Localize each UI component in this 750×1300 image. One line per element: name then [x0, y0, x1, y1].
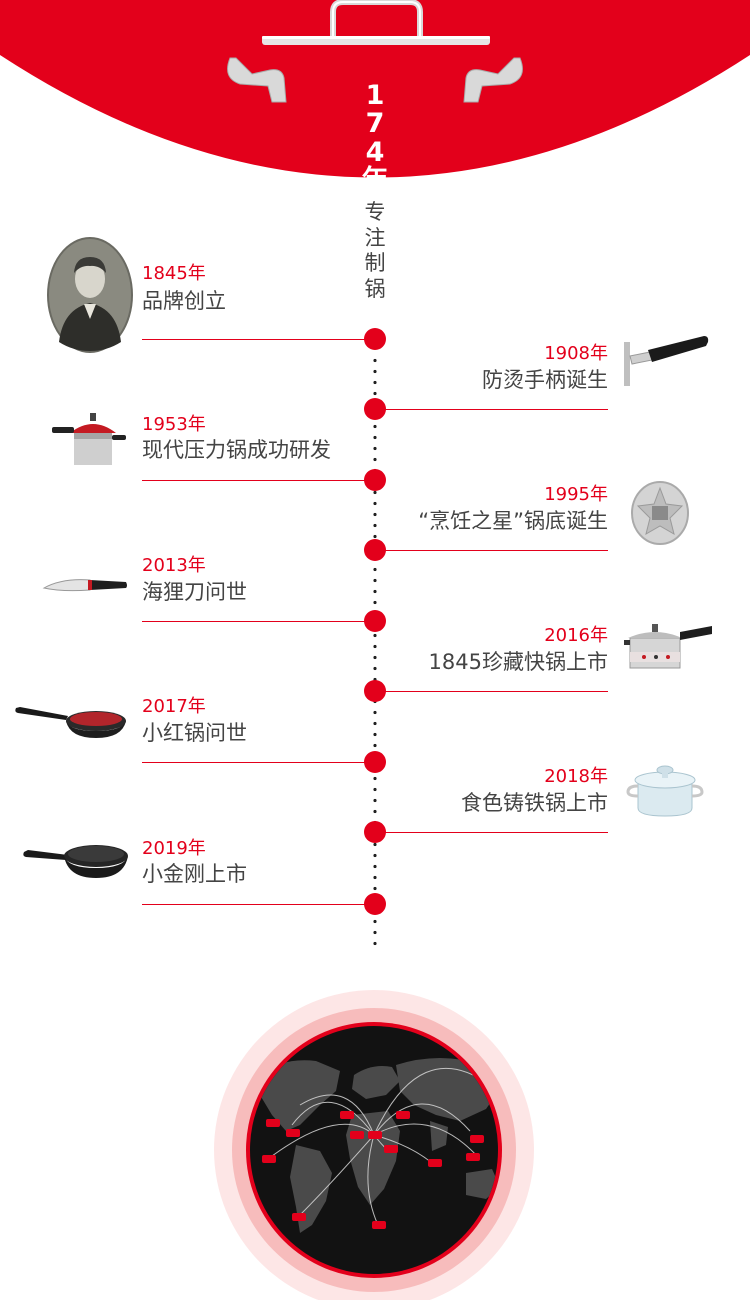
- event-year: 1845年: [142, 263, 206, 284]
- event-title: 1845珍藏快锅上市: [428, 650, 608, 674]
- timeline-connector: [376, 550, 608, 551]
- timeline-connector: [142, 904, 374, 905]
- world-map-icon: [214, 990, 534, 1300]
- timeline-line: [373, 355, 377, 950]
- timeline-node: [364, 398, 386, 420]
- event-year: 2016年: [544, 625, 608, 646]
- timeline-connector: [142, 339, 374, 340]
- heat-proof-handle-icon: [624, 336, 709, 386]
- pressure-cooker-icon: [52, 413, 126, 465]
- event-title: 小红锅问世: [142, 721, 247, 745]
- timeline-node: [364, 893, 386, 915]
- event-title: 防烫手柄诞生: [482, 368, 608, 392]
- timeline-node: [364, 680, 386, 702]
- red-frying-pan-icon: [15, 707, 126, 738]
- event-title: 食色铸铁锅上市: [461, 791, 608, 815]
- timeline-connector: [142, 762, 374, 763]
- cast-iron-pot-icon: [626, 765, 704, 817]
- pot-lid-icon: [227, 0, 523, 103]
- kitchen-knife-icon: [42, 579, 127, 592]
- pot-base-icon: [631, 481, 689, 545]
- timeline-node: [364, 539, 386, 561]
- event-year: 2017年: [142, 696, 206, 717]
- timeline-connector: [376, 691, 608, 692]
- frying-pan-icon: [23, 845, 128, 878]
- event-title: 海狸刀问世: [142, 580, 247, 604]
- timeline-node: [364, 821, 386, 843]
- timeline-node: [364, 328, 386, 350]
- top-red-arc: [0, 0, 750, 178]
- timeline-node: [364, 751, 386, 773]
- event-year: 2013年: [142, 555, 206, 576]
- pressure-cooker-1845-icon: [624, 624, 712, 669]
- event-title: “烹饪之星”锅底诞生: [418, 509, 608, 533]
- event-year: 2019年: [142, 838, 206, 859]
- timeline-connector: [376, 409, 608, 410]
- timeline-node: [364, 469, 386, 491]
- event-title: 小金刚上市: [142, 862, 247, 886]
- founder-portrait-icon: [47, 237, 133, 353]
- event-year: 1953年: [142, 414, 206, 435]
- timeline-connector: [142, 480, 374, 481]
- event-title: 现代压力锅成功研发: [142, 438, 331, 462]
- event-year: 1995年: [544, 484, 608, 505]
- event-year: 1908年: [544, 343, 608, 364]
- event-title: 品牌创立: [142, 289, 226, 313]
- timeline-connector: [142, 621, 374, 622]
- slogan: 专注制锅: [364, 200, 386, 301]
- timeline-connector: [376, 832, 608, 833]
- event-year: 2018年: [544, 766, 608, 787]
- timeline-node: [364, 610, 386, 632]
